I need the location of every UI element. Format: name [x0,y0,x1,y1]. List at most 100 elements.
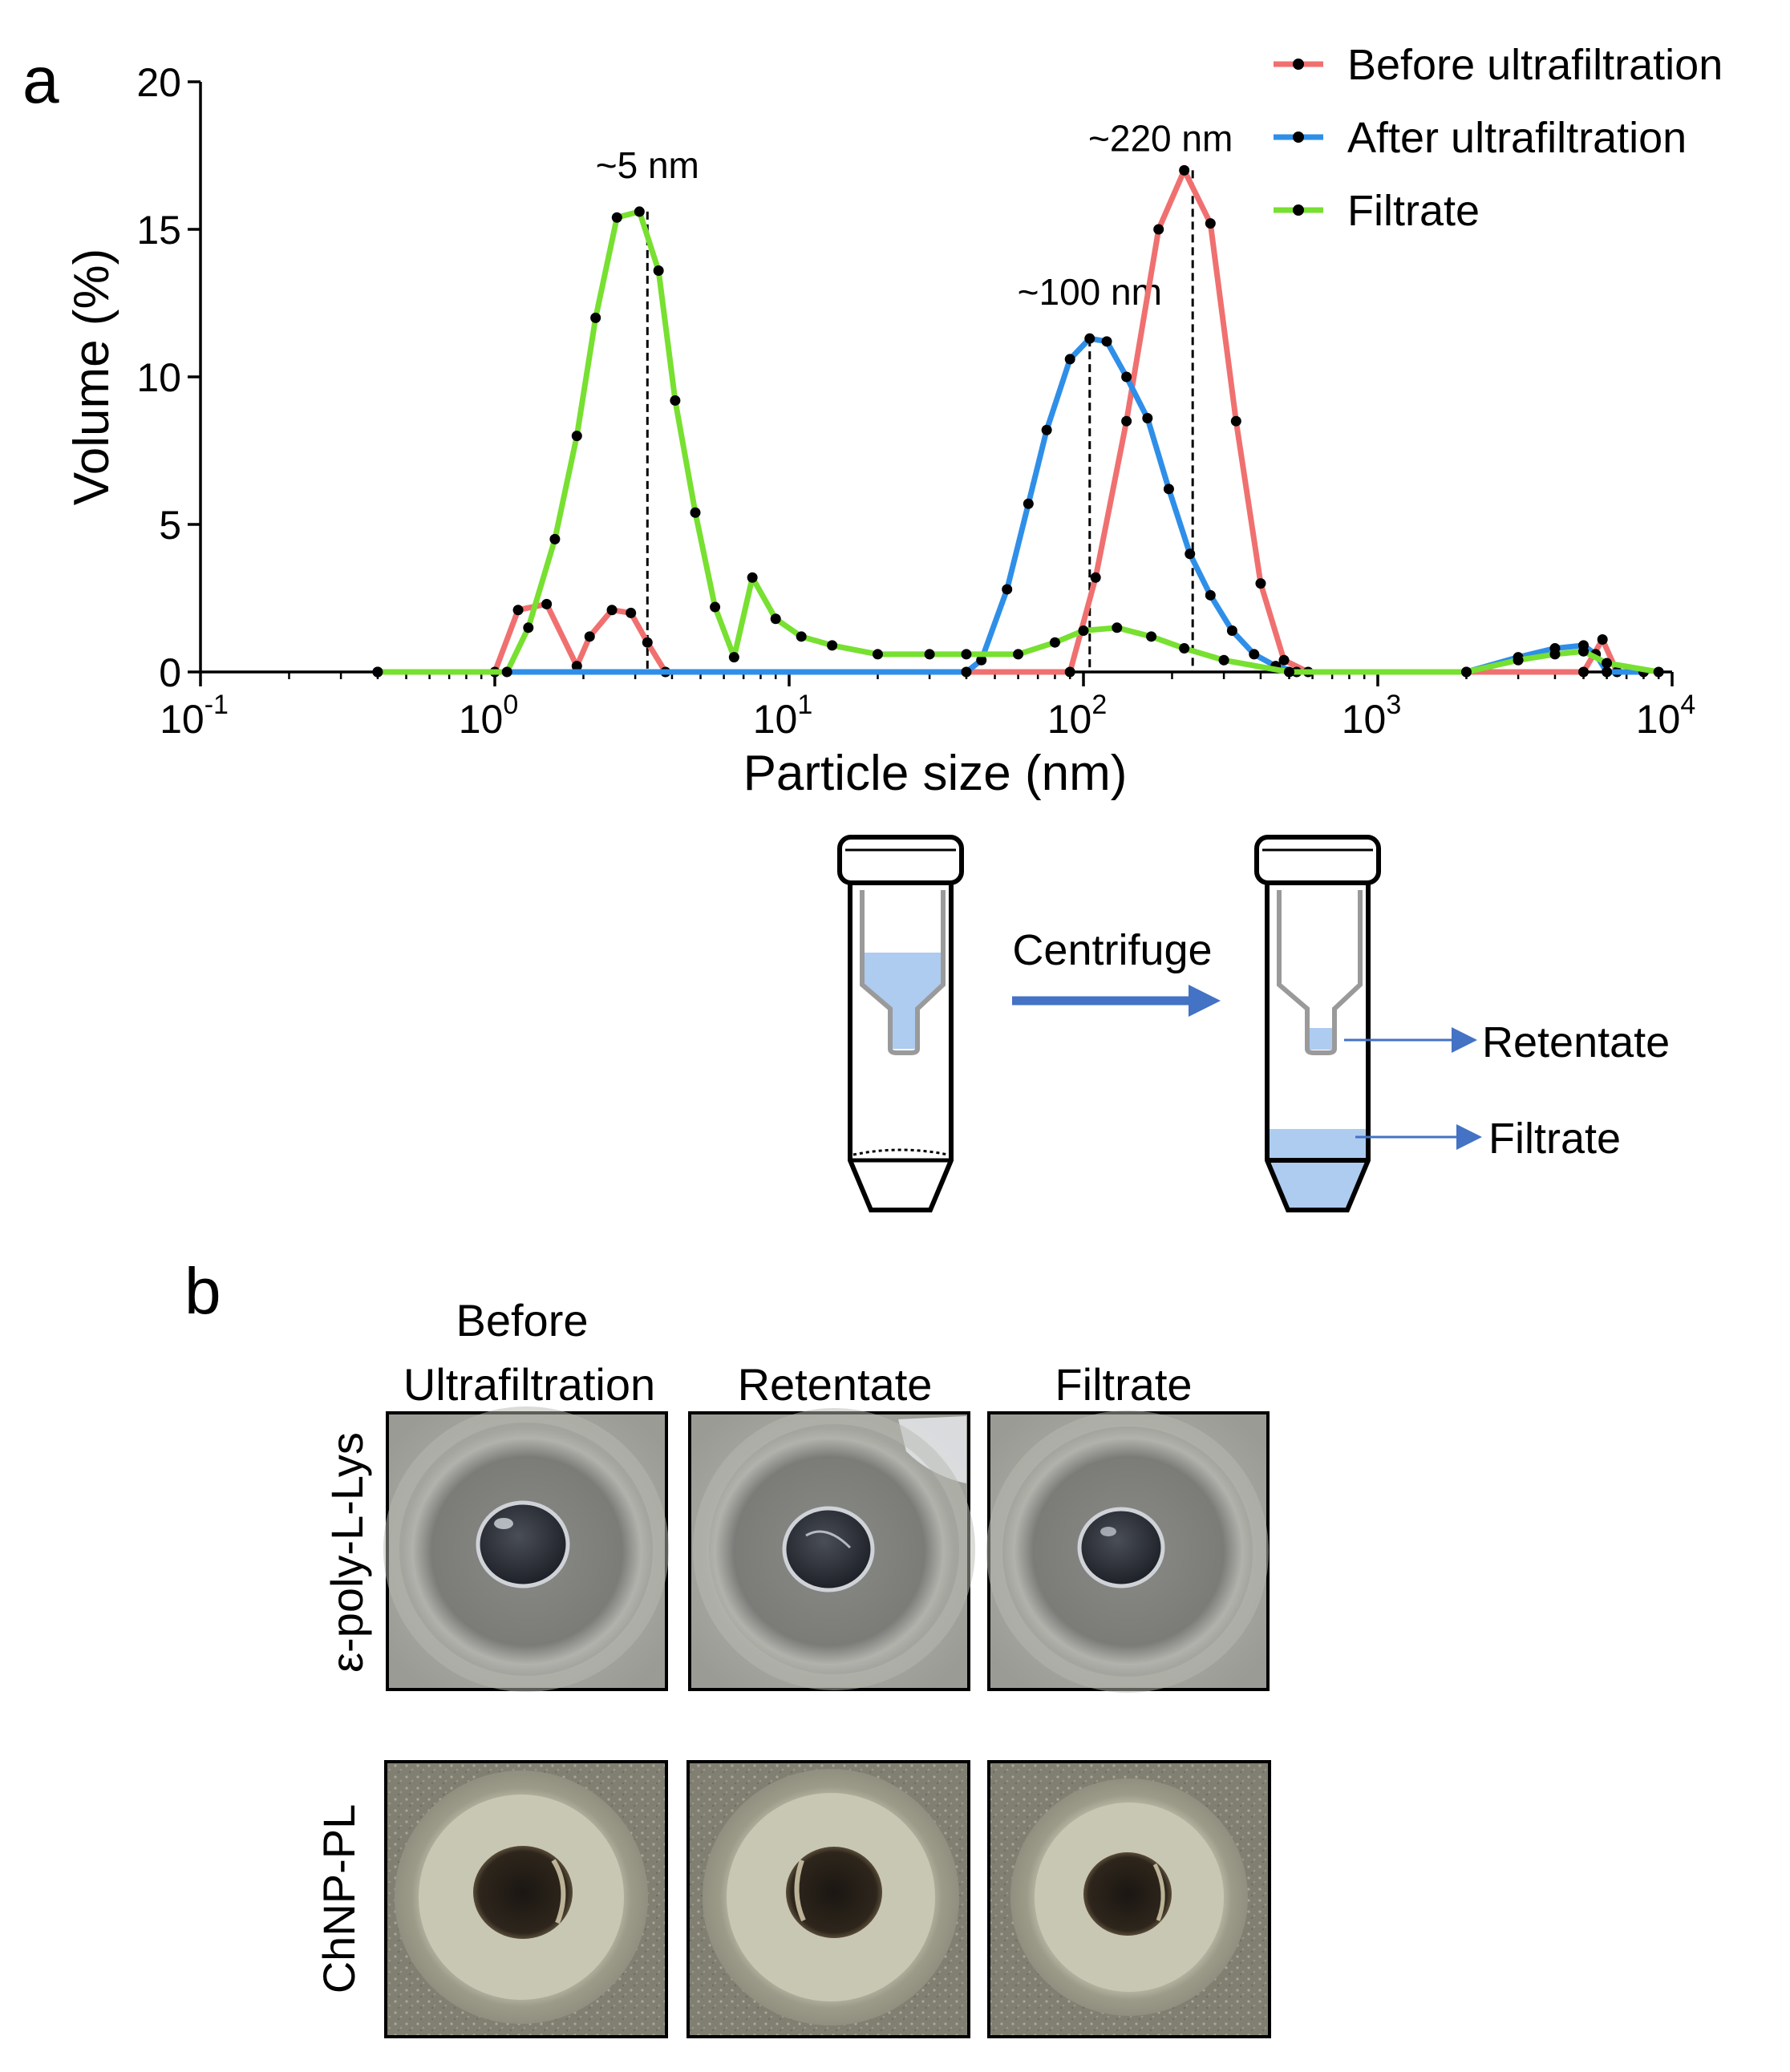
x-tick-label: 100 [459,690,519,742]
data-point [770,613,781,625]
panel-a-label: a [22,44,59,117]
data-point [728,652,739,663]
data-point [1101,336,1112,347]
data-point [642,637,653,648]
peak-label: ~220 nm [1088,117,1233,159]
data-point [626,607,637,618]
legend-label: After ultrafiltration [1347,114,1687,162]
column-header-before-line1: Before [456,1295,589,1346]
column-header-before-line2: Ultrafiltration [403,1359,655,1410]
y-tick-label: 10 [136,355,181,400]
y-axis-label: Volume (%) [64,249,119,505]
data-point [590,312,601,323]
data-point [1002,584,1013,595]
peak-label: ~100 nm [1018,271,1162,313]
data-point [523,622,534,633]
data-point [584,631,595,642]
filtrate-pointer-head [1456,1124,1482,1150]
column-headers: Before Ultrafiltration Retentate Filtrat… [403,1295,1193,1410]
data-point [1284,666,1295,678]
legend-item: Before ultrafiltration [1274,41,1723,89]
data-point [961,666,972,678]
data-point [1023,498,1034,509]
x-tick-label: 10-1 [160,690,229,742]
data-point [1278,654,1290,666]
data-point [1142,413,1153,424]
legend-item: After ultrafiltration [1274,114,1687,162]
centrifuge-label: Centrifuge [1012,926,1212,974]
ultrafiltration-schematic: Centrifuge Retentate Filtrate [837,835,1670,1212]
y-tick-label: 5 [159,503,181,548]
series-line [377,167,1620,675]
data-point [1179,643,1190,654]
data-point [1112,622,1123,633]
photo-chnp-pl-retentate [686,1760,970,2038]
data-point [1578,645,1590,657]
data-point [571,661,582,672]
data-point [1549,649,1561,660]
data-point [872,649,883,660]
data-point [924,649,935,660]
data-point [747,572,758,583]
retentate-pointer-head [1452,1027,1477,1053]
data-point [1602,666,1613,678]
series-line [377,208,1659,675]
data-point [634,206,645,217]
data-point [1041,424,1052,435]
y-tick-label: 15 [136,208,181,253]
column-header-filtrate: Filtrate [1055,1359,1192,1410]
panel-b-label: b [184,1255,221,1328]
data-point [1179,164,1190,176]
data-point [606,605,618,616]
tube-tip-dashes [852,1148,949,1156]
x-tick-label: 104 [1636,690,1696,742]
data-point [1460,666,1472,678]
legend-marker [1293,204,1304,216]
data-point [1163,484,1174,495]
series-layer [372,164,1664,678]
row-label-poly-lys: ε-poly-L-Lys [322,1432,372,1673]
data-point [1146,631,1157,642]
row-label-chnp-pl: ChNP-PL [314,1804,364,1994]
column-header-retentate: Retentate [738,1359,933,1410]
photo-chnp-pl-filtrate [987,1760,1271,2038]
photo-poly-lys-filtrate [986,1410,1270,1693]
data-point [961,649,972,660]
series-2 [372,206,1664,678]
data-point [1049,637,1060,648]
data-point [1578,666,1590,678]
tube-cap [1254,835,1381,885]
data-point [1153,224,1164,235]
peak-annotations: ~5 nm ~100 nm ~220 nm [596,117,1233,672]
x-axis-label: Particle size (nm) [743,746,1128,801]
tube-before [837,835,964,1212]
data-point [1090,572,1101,583]
data-point [549,533,561,544]
y-tick-label: 0 [159,650,181,695]
filter-insert [1277,890,1363,1055]
peak-label: ~5 nm [596,144,699,186]
filtrate-label: Filtrate [1488,1115,1621,1163]
data-point [1249,649,1260,660]
data-point [1064,666,1075,678]
data-point [653,265,664,277]
retentate-label: Retentate [1482,1018,1670,1066]
data-point [1121,415,1132,427]
photo-poly-lys-before [383,1406,669,1692]
series-line [377,335,1644,675]
data-point [1513,654,1524,666]
data-point [1205,589,1216,601]
data-point [670,395,681,406]
filter-insert [860,890,946,1055]
data-point [1597,634,1608,645]
data-point [1121,371,1132,382]
data-point [1064,354,1075,365]
legend-marker [1293,59,1304,70]
legend-label: Before ultrafiltration [1347,41,1723,89]
data-point [1078,625,1089,636]
legend-item: Filtrate [1274,187,1480,235]
data-point [1084,333,1095,344]
retentate-liquid [1307,1028,1333,1050]
